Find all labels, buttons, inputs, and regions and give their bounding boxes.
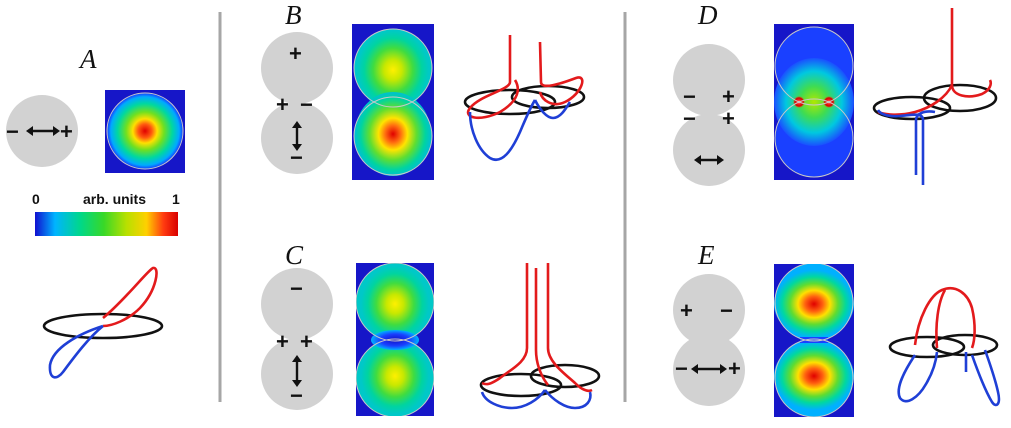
path-plot-a — [42, 266, 164, 379]
path-e-black-1 — [888, 335, 966, 359]
sign-b-mid-left: + — [276, 92, 289, 117]
sphere-d-top — [673, 44, 745, 116]
path-plot-c — [479, 263, 601, 410]
sign-e-bottom-left: − — [675, 356, 688, 381]
sign-e-top-left: + — [680, 298, 693, 323]
path-b-black-1 — [463, 88, 557, 116]
path-plot-b — [463, 35, 586, 161]
sign-c-mid-left: + — [276, 329, 289, 354]
sign-a-right: + — [60, 119, 73, 144]
path-c-red-2 — [546, 263, 593, 393]
colorbar-gradient — [35, 212, 178, 236]
panel-b: B + + − − — [261, 0, 586, 180]
path-c-red-3 — [534, 268, 550, 386]
sign-d-bottom-right: + — [722, 106, 735, 131]
colorbar-title: arb. units — [83, 191, 146, 207]
sign-d-top-left: − — [683, 84, 696, 109]
path-plot-e — [888, 287, 1001, 407]
panel-label-a: A — [78, 44, 97, 74]
sphere-d-bottom — [673, 114, 745, 186]
double-arrow-horizontal-icon — [26, 126, 60, 136]
path-e-red-2 — [935, 289, 947, 349]
double-arrow-horizontal-icon — [694, 155, 724, 165]
path-d-black-2 — [922, 83, 998, 113]
path-c-black-2 — [529, 363, 601, 389]
panel-a: A − + 0 arb. units 1 — [6, 44, 185, 379]
path-c-blue-2 — [543, 389, 592, 410]
path-b-blue-2 — [533, 99, 572, 120]
field-map-c — [356, 263, 434, 416]
panel-label-e: E — [697, 240, 715, 270]
sign-d-bottom-left: − — [683, 106, 696, 131]
colorbar: 0 arb. units 1 — [32, 191, 180, 236]
panel-e: E + − − + — [673, 240, 1001, 417]
panel-label-c: C — [285, 240, 304, 270]
path-d-red-1 — [950, 8, 993, 98]
panel-label-b: B — [285, 0, 302, 30]
path-c-red-1 — [481, 263, 529, 386]
double-arrow-horizontal-icon — [691, 364, 727, 374]
path-a-blue — [48, 324, 104, 379]
path-e-red-1 — [913, 287, 976, 349]
sign-e-top-right: − — [720, 298, 733, 323]
sign-c-mid-right: + — [300, 329, 313, 354]
path-d-black-1 — [872, 95, 952, 121]
double-arrow-vertical-icon — [292, 121, 302, 151]
field-map-e — [774, 264, 854, 417]
panel-c: C − + + − — [261, 240, 601, 416]
colorbar-max-label: 1 — [172, 191, 180, 207]
path-b-blue-1 — [468, 99, 537, 161]
colorbar-min-label: 0 — [32, 191, 40, 207]
sign-b-top: + — [289, 41, 302, 66]
path-c-black-1 — [479, 372, 563, 398]
field-map-d — [774, 24, 854, 180]
double-arrow-vertical-icon — [292, 355, 302, 387]
path-a-black — [42, 312, 164, 340]
path-d-blue-1 — [876, 109, 925, 185]
sign-c-bottom: − — [290, 383, 303, 408]
path-e-blue-1 — [897, 351, 939, 403]
path-a-red — [102, 266, 158, 328]
path-c-blue-1 — [480, 389, 547, 410]
sphere-c-top — [261, 268, 333, 340]
path-d-blue-2 — [914, 110, 936, 175]
path-plot-d — [872, 8, 998, 185]
sign-b-mid-right: − — [300, 92, 313, 117]
panel-label-d: D — [697, 0, 718, 30]
path-e-blue-2 — [970, 349, 1001, 407]
sign-c-top: − — [290, 276, 303, 301]
sign-b-bottom: − — [290, 145, 303, 170]
sign-e-bottom-right: + — [728, 356, 741, 381]
sphere-e-top — [673, 274, 745, 346]
field-map-b — [352, 24, 434, 180]
path-b-red-1 — [466, 35, 520, 120]
field-map-a — [105, 90, 185, 173]
path-b-red-2 — [538, 41, 584, 106]
sphere-b-top — [261, 32, 333, 104]
sign-a-left: − — [6, 119, 19, 144]
sign-d-top-right: + — [722, 84, 735, 109]
panel-d: D − + − + — [673, 0, 998, 186]
